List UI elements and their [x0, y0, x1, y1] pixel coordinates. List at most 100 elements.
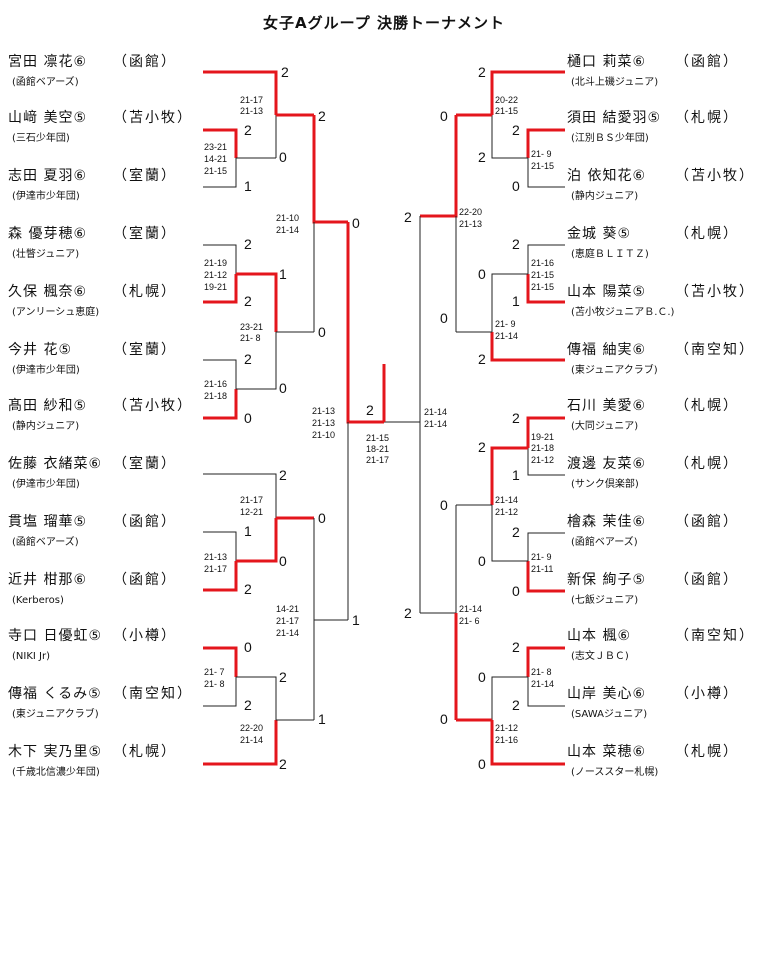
left-player-name: 森 優芽穂⑥	[8, 226, 87, 242]
score-text: 21-14	[424, 419, 447, 429]
game-count: 1	[352, 612, 360, 628]
game-count: 0	[279, 553, 287, 569]
left-player-region: （南空知）	[113, 685, 193, 702]
game-count: 2	[512, 639, 520, 655]
left-player-team: (静内ジュニア)	[12, 419, 79, 432]
game-count: 0	[279, 380, 287, 396]
right-player-region: （札幌）	[675, 398, 739, 414]
game-count: 0	[478, 756, 486, 772]
score-text: 21- 9	[531, 149, 552, 159]
right-player-region: （函館）	[675, 53, 739, 70]
score-text: 21-17	[240, 495, 263, 505]
score-text: 21-17	[204, 564, 227, 574]
score-text: 21-12	[204, 270, 227, 280]
game-count: 2	[244, 293, 252, 309]
score-text: 21- 9	[531, 552, 552, 562]
score-text: 21-18	[204, 391, 227, 401]
bracket-line	[527, 244, 565, 274]
score-text: 21-16	[495, 735, 518, 745]
score-text: 21-15	[366, 433, 389, 443]
left-player-region: （苫小牧）	[113, 109, 193, 126]
score-text: 23-21	[204, 142, 227, 152]
game-count: 0	[440, 310, 448, 326]
score-text: 21-18	[531, 443, 554, 453]
game-count: 0	[440, 711, 448, 727]
bracket-line	[203, 359, 237, 389]
right-player-name: 須田 結愛羽⑤	[567, 110, 661, 126]
right-player-team: (函館ベアーズ)	[571, 535, 638, 548]
score-text: 21-16	[204, 379, 227, 389]
score-text: 21-17	[366, 455, 389, 465]
winner-path	[420, 115, 458, 218]
game-count: 0	[352, 215, 360, 231]
winner-path	[203, 561, 238, 592]
winner-path	[490, 720, 565, 766]
score-text: 21-17	[240, 95, 263, 105]
score-text: 19-21	[204, 282, 227, 292]
left-player-name: 髙田 紗和⑤	[8, 397, 87, 414]
score-text: 21-17	[276, 616, 299, 626]
left-player-region: （小樽）	[113, 627, 177, 644]
score-text: 21-13	[312, 418, 335, 428]
game-count: 0	[318, 324, 326, 340]
left-player-region: （函館）	[113, 571, 177, 588]
score-text: 14-21	[204, 154, 227, 164]
left-player-team: (千歳北信濃少年団)	[12, 765, 100, 778]
winner-path	[203, 646, 238, 677]
right-player-name: 樋口 莉菜⑥	[567, 54, 646, 70]
bracket-line	[527, 532, 565, 561]
bracket-line	[236, 676, 277, 720]
left-player-region: （室蘭）	[113, 225, 177, 242]
bracket-line	[527, 677, 565, 707]
left-player-region: （室蘭）	[113, 341, 177, 358]
page-title: 女子Aグループ 決勝トーナメント	[263, 14, 505, 32]
right-player-team: (江別ＢＳ少年団)	[571, 131, 649, 144]
left-player-region: （室蘭）	[113, 167, 177, 184]
right-player-team: (志文ＪＢＣ)	[571, 649, 629, 662]
score-text: 21-14	[495, 331, 518, 341]
winner-path	[490, 446, 528, 505]
game-count: 2	[279, 467, 287, 483]
left-player-name: 貫塩 瑠華⑤	[8, 514, 87, 530]
game-count: 2	[279, 669, 287, 685]
game-count: 0	[440, 497, 448, 513]
right-player-name: 山本 菜穂⑥	[567, 744, 646, 760]
score-text: 21-13	[459, 219, 482, 229]
right-player-region: （苫小牧）	[675, 283, 755, 300]
score-text: 19-21	[531, 432, 554, 442]
left-player-team: (三石少年団)	[12, 131, 70, 144]
game-count: 2	[244, 236, 252, 252]
bracket-line	[491, 115, 528, 159]
game-count: 0	[478, 669, 486, 685]
score-text: 21-12	[531, 455, 554, 465]
score-text: 12-21	[240, 507, 263, 517]
right-player-name: 金城 葵⑤	[567, 226, 631, 242]
right-player-name: 傳福 紬実⑥	[567, 342, 646, 358]
bracket-line	[491, 273, 528, 332]
left-player-name: 寺口 日優虹⑤	[8, 628, 102, 644]
score-text: 21-14	[240, 735, 263, 745]
score-text: 21- 8	[240, 333, 261, 343]
winner-path	[490, 70, 565, 115]
game-count: 0	[512, 583, 520, 599]
right-player-region: （札幌）	[675, 456, 739, 472]
winner-path	[490, 332, 565, 362]
right-player-name: 泊 依知花⑥	[567, 167, 646, 184]
winner-path	[203, 274, 238, 304]
score-text: 21-15	[531, 270, 554, 280]
winner-path	[526, 128, 565, 158]
score-text: 20-22	[495, 95, 518, 105]
game-count: 2	[512, 524, 520, 540]
left-player-name: 志田 夏羽⑥	[8, 168, 87, 184]
right-player-team: (大同ジュニア)	[571, 419, 638, 432]
left-player-name: 佐藤 衣緒菜⑥	[8, 456, 102, 472]
right-player-name: 檜森 茉佳⑥	[567, 513, 646, 530]
right-player-name: 新保 絢子⑤	[567, 571, 646, 588]
right-player-region: （苫小牧）	[675, 167, 755, 184]
score-text: 21- 8	[204, 679, 225, 689]
right-player-region: （札幌）	[675, 744, 739, 760]
winner-path	[312, 115, 348, 224]
winner-path	[236, 272, 278, 332]
bracket-line	[203, 244, 237, 274]
game-count: 0	[244, 410, 252, 426]
